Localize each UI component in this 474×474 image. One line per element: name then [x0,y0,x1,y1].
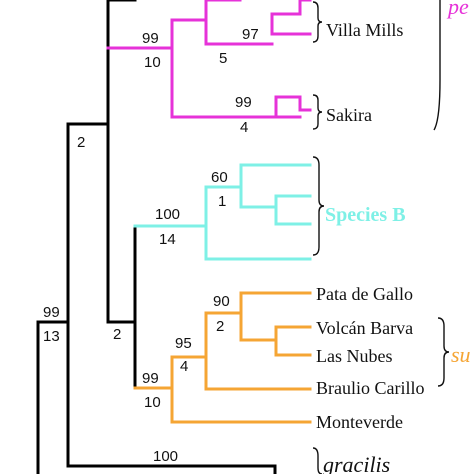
support-big-node-lower: 13 [43,328,60,345]
support-magenta-top-upper: 99 [142,30,159,47]
group-magenta-partial: pe [446,0,469,19]
support-orange-mid-lower: 4 [180,358,188,375]
group-species-b: Species B [325,204,406,226]
support-gracilis-upper: 100 [153,448,178,465]
cyan-clade [133,163,312,261]
taxon-monteverde: Monteverde [316,412,403,432]
support-sakira-lower: 4 [240,119,248,136]
branch-node-13-to-gracilis [66,464,277,474]
support-magenta-top-lower: 10 [144,54,161,71]
group-orange-partial: su [451,342,471,367]
sakira-bracket [312,94,323,130]
gracilis-bracket [312,447,323,474]
taxon-pata-de-gallo: Pata de Gallo [316,284,413,304]
group-gracilis: gracilis [323,452,390,474]
taxon-villa-mills: Villa Mills [326,20,403,40]
orange-group-bracket [437,317,450,387]
support-cyan-inner-lower: 1 [218,193,226,210]
species-b-bracket [312,156,325,256]
support-villa-mills-upper: 97 [242,26,259,43]
taxon-sakira: Sakira [326,105,372,125]
magenta-clade [106,0,312,119]
support-orange-pata-lower: 2 [216,318,224,335]
support-orange-pata-upper: 90 [213,293,230,310]
magenta-group-bracket [433,0,441,131]
support-orange-mid-upper: 95 [175,335,192,352]
support-sakira-upper: 99 [235,94,252,111]
support-villa-mills-lower: 5 [219,50,227,67]
taxon-las-nubes: Las Nubes [316,346,392,366]
support-cyan-inner-upper: 60 [211,169,228,186]
support-cyan-clade-upper: 100 [155,206,180,223]
support-big-node-upper: 99 [43,304,60,321]
backbone-branches [36,0,277,474]
taxon-braulio-carillo: Braulio Carillo [316,378,424,398]
villa-mills-bracket [312,1,323,43]
support-cyan-clade-lower: 14 [159,231,176,248]
support-cyan-orange-lower: 2 [113,326,121,343]
orange-clade [133,291,312,424]
support-orange-clade-lower: 10 [144,394,161,411]
support-orange-clade-upper: 99 [142,370,159,387]
taxon-volcan-barva: Volcán Barva [316,318,413,338]
support-root-magenta-lower: 2 [77,134,85,151]
